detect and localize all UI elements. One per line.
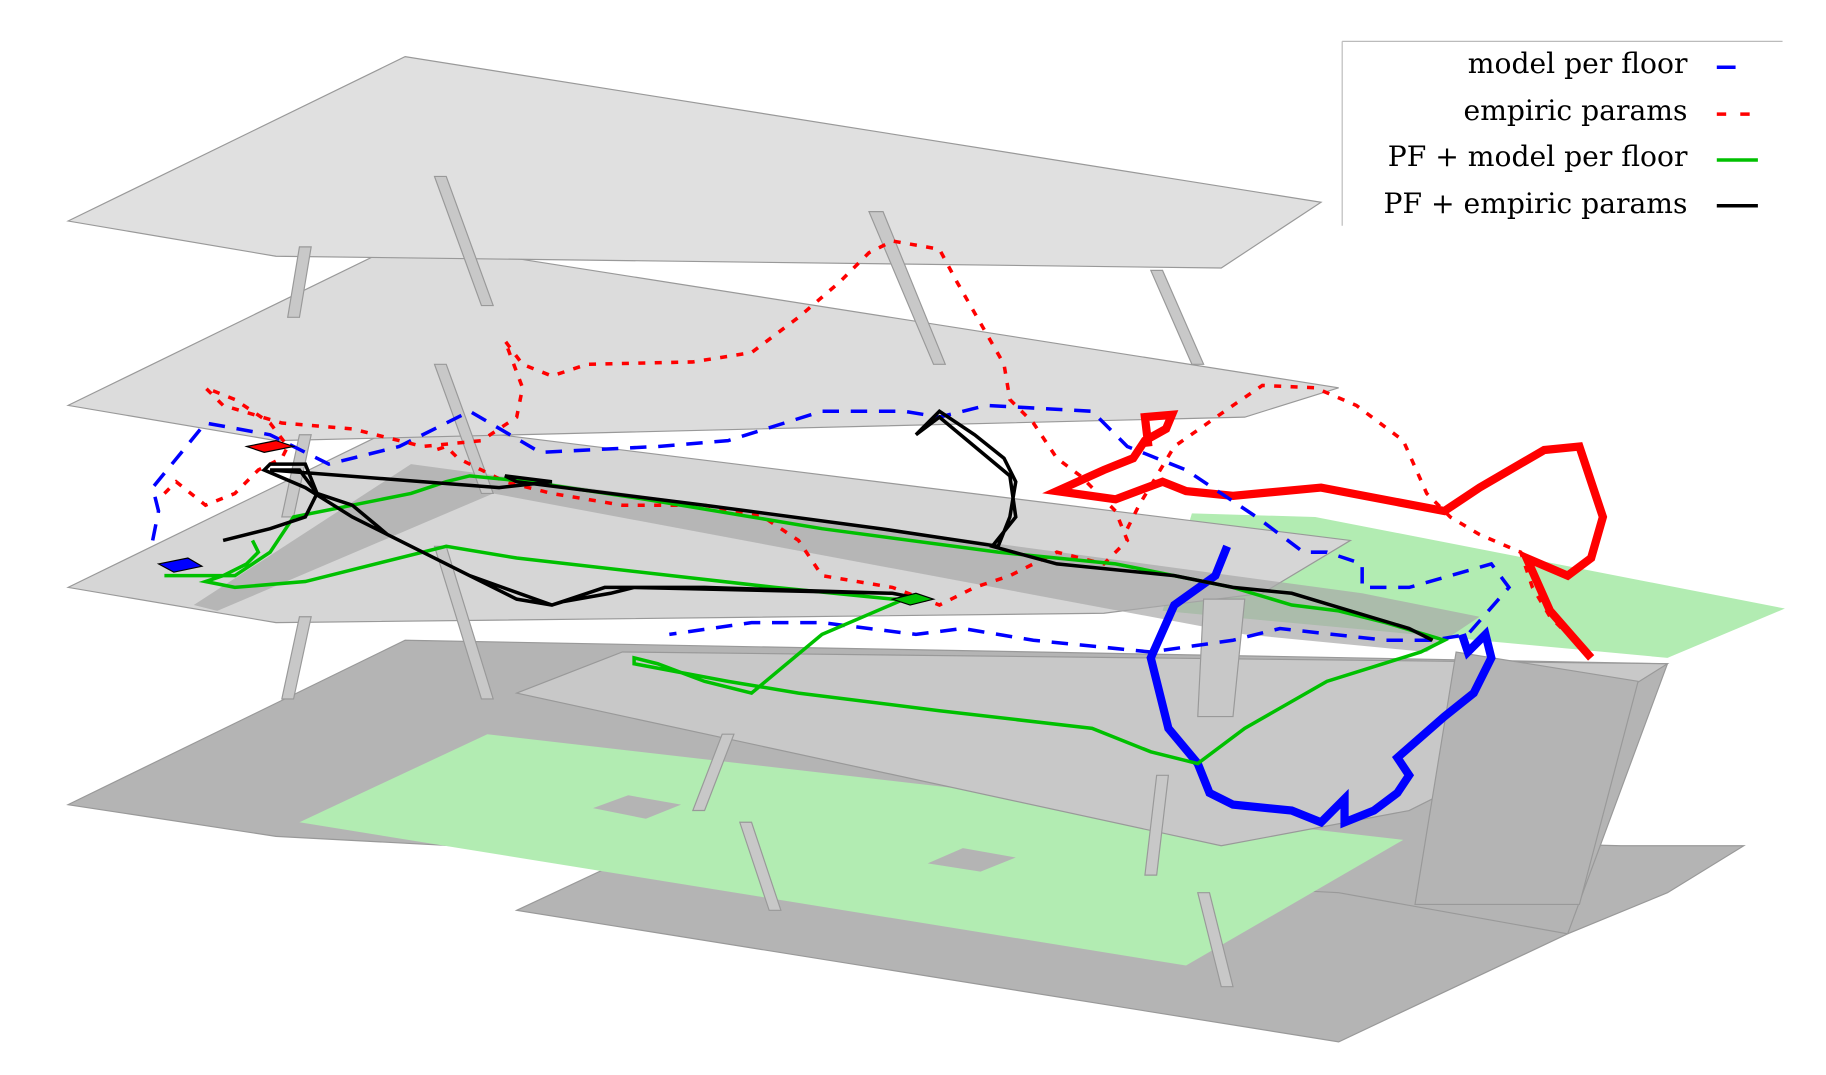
floor-0 bbox=[66, 639, 1746, 1043]
legend-label-empiric-params: empiric params bbox=[1464, 94, 1688, 127]
trajectory-pf-empiric-params bbox=[222, 408, 1434, 642]
end-marker-green bbox=[890, 592, 936, 606]
floor-2 bbox=[66, 240, 1339, 442]
trajectory-model-per-floor bbox=[150, 403, 1512, 654]
ground-truth-blue bbox=[1146, 544, 1496, 829]
start-marker-red bbox=[244, 440, 296, 453]
legend-label-model-per-floor: model per floor bbox=[1468, 47, 1688, 80]
outdoor-area-bottom bbox=[299, 734, 1404, 966]
trajectory-pf-model-per-floor bbox=[164, 474, 1450, 766]
trajectory-empiric-params-right bbox=[1125, 383, 1575, 642]
trajectories bbox=[150, 239, 1608, 829]
ground-truth-red bbox=[1042, 410, 1608, 661]
trajectory-empiric-params bbox=[163, 239, 1130, 607]
start-marker-blue bbox=[156, 557, 204, 573]
floor-3 bbox=[66, 56, 1323, 269]
legend: model per floor empiric params PF + mode… bbox=[1341, 40, 1789, 230]
legend-label-pf-empiric-params: PF + empiric params bbox=[1384, 187, 1688, 220]
legend-label-pf-model-per-floor: PF + model per floor bbox=[1388, 140, 1688, 173]
stairs bbox=[281, 175, 1246, 988]
floor-1 bbox=[66, 422, 1785, 658]
